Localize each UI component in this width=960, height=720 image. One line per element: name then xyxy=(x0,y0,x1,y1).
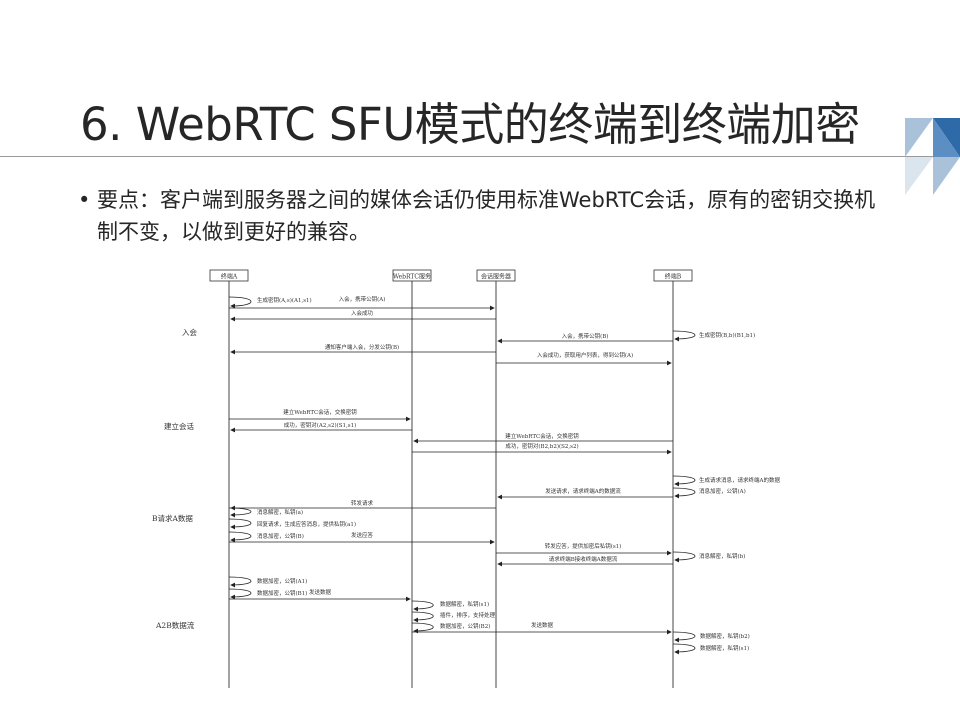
self-note: 数据加密，公钥(B1) xyxy=(257,589,307,597)
bullet-text: 要点：客户端到服务器之间的媒体会话仍使用标准WebRTC会话，原有的密钥交换机制… xyxy=(97,188,876,244)
self-note: 数据解密，私钥(s1) xyxy=(700,644,749,652)
participant-session-server: 会话服务器 xyxy=(476,269,516,282)
self-note: 消息解密，私钥(a) xyxy=(257,508,303,516)
self-loop xyxy=(228,531,252,543)
self-note: 消息解密，私钥(b) xyxy=(699,552,745,560)
phase-label-join: 入会 xyxy=(182,327,197,337)
message-label: 建立WebRTC会话，交换密钥 xyxy=(505,432,579,440)
self-note: 数据解密，私钥(b2) xyxy=(700,632,750,640)
message-label: 入会成功，获取用户列表，得到公钥(A) xyxy=(537,351,633,359)
self-note: 数据加密，公钥(B2) xyxy=(440,622,490,630)
message-label: 转发请求 xyxy=(351,499,374,507)
message-label: 转发应答，提供加密后私钥(s1) xyxy=(545,542,622,550)
self-loop xyxy=(672,551,696,563)
bullet-marker: • xyxy=(78,188,91,212)
message-label: 成功，密钥对(B2,b2)(S2,s2) xyxy=(505,442,578,450)
participant-label: 终端B xyxy=(665,273,682,281)
self-loop xyxy=(411,600,434,612)
self-note: 插件，排序，支持处理 xyxy=(440,611,496,619)
self-note: 数据解密，私钥(s1) xyxy=(440,600,489,608)
title-divider xyxy=(0,156,960,157)
phase-label-session: 建立会话 xyxy=(164,421,194,431)
self-loop xyxy=(411,622,434,634)
self-loop xyxy=(228,518,252,530)
self-loop xyxy=(228,576,252,588)
participant-label: 会话服务器 xyxy=(481,273,511,281)
message-label: 请求终端B接收终端A数据流 xyxy=(549,555,618,563)
self-loop xyxy=(228,296,252,309)
self-loop xyxy=(228,588,252,600)
self-note: 生成请求消息，请求终端A的数据 xyxy=(699,476,780,484)
page-title: 6. WebRTC SFU模式的终端到终端加密 xyxy=(80,98,860,151)
self-loop xyxy=(672,631,696,643)
self-note: 数据加密，公钥(A1) xyxy=(257,577,307,585)
self-loop xyxy=(672,330,696,342)
message-label: 发送数据 xyxy=(531,621,554,629)
message-label: 成功，密钥对(A2,s2)(S1,s1) xyxy=(284,421,356,429)
message-label: 建立WebRTC会话，交换密钥 xyxy=(283,408,357,416)
phase-label-dataflow: A2B数据流 xyxy=(155,620,195,630)
self-loop xyxy=(672,643,696,655)
message-label: 发送请求，请求终端A的数据流 xyxy=(545,487,621,495)
self-loop xyxy=(672,487,696,499)
self-note: 生成密钥(B,b)(B1,b1) xyxy=(699,331,755,339)
message-label: 通知客户端入会，分发公钥(B) xyxy=(325,343,399,351)
corner-decoration xyxy=(905,118,960,195)
phase-label-request: B请求A数据 xyxy=(152,513,193,523)
self-note: 回复请求，生成应答消息，提供私钥(a1) xyxy=(257,520,356,528)
message-label: 发送数据 xyxy=(309,588,332,596)
self-note: 消息加密，公钥(A) xyxy=(699,487,746,495)
bullet-point: • 要点：客户端到服务器之间的媒体会话仍使用标准WebRTC会话，原有的密钥交换… xyxy=(70,184,880,248)
self-loop xyxy=(411,611,434,623)
message-label: 发送应答 xyxy=(351,531,374,539)
participant-label: 终端A xyxy=(221,273,238,281)
participant-terminal-a: 终端A xyxy=(209,269,249,282)
self-loop xyxy=(228,507,252,518)
participant-terminal-b: 终端B xyxy=(653,269,693,282)
self-note: 生成密钥(A,s)(A1,s1) xyxy=(257,296,312,304)
message-label: 入会成功 xyxy=(351,309,374,317)
message-label: 入会，携带公钥(A) xyxy=(339,295,386,303)
self-loop xyxy=(672,475,696,487)
participant-webrtc-service: WebRTC服务 xyxy=(392,269,432,282)
self-note: 消息加密，公钥(B) xyxy=(257,532,304,540)
message-label: 入会，携带公钥(B) xyxy=(562,332,609,340)
participant-label: WebRTC服务 xyxy=(393,273,431,281)
